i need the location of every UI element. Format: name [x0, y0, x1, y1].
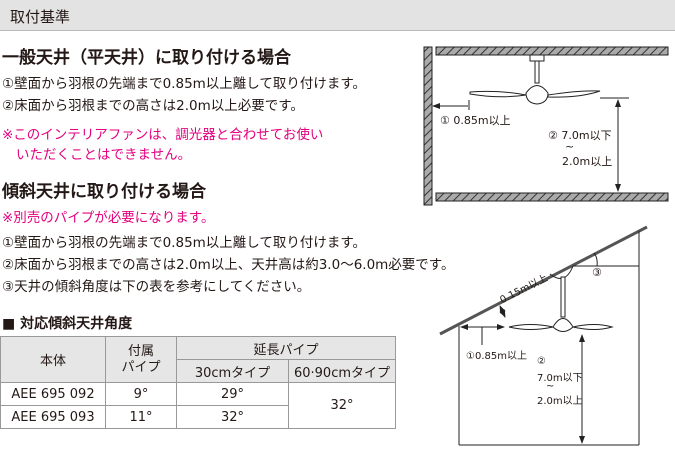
flat-note-1: ※このインテリアファンは、調光器と合わせてお使い — [2, 127, 324, 143]
d2-n2: ② — [537, 356, 546, 367]
d1-max-height: ② 7.0m以下 — [548, 129, 612, 142]
d2-min-height: 2.0m以上 — [537, 396, 583, 407]
flat-heading: 一般天井（平天井）に取り付ける場合 — [2, 48, 291, 68]
flat-line-2: ②床面から羽根までの高さは2.0m以上必要です。 — [2, 98, 304, 114]
slope-line-3: ③天井の傾斜角度は下の表を参考にしてください。 — [2, 279, 311, 295]
flat-ceiling-diagram — [423, 46, 669, 206]
section-title: 取付基準 — [10, 8, 71, 26]
slope-heading: 傾斜天井に取り付ける場合 — [2, 182, 206, 202]
flat-note-2: いただくことはできません。 — [16, 147, 192, 163]
section-header: 取付基準 — [0, 0, 675, 31]
header-body: 本体 — [0, 336, 106, 383]
d2-tilde: ~ — [546, 381, 555, 392]
table-title: ■ 対応傾斜天井角度 — [2, 316, 133, 332]
sloped-ceiling-diagram — [439, 225, 648, 446]
d2-max-height: 7.0m以下 — [537, 373, 583, 384]
slope-note: ※別売のパイプが必要になります。 — [2, 210, 215, 226]
header-pipe: 付属パイプ — [105, 336, 177, 383]
d1-tilde: ~ — [565, 140, 575, 153]
d1-min-height: 2.0m以上 — [562, 155, 613, 168]
d2-wall-distance: ①0.85m以上 — [466, 351, 527, 362]
ceiling-fan-icon — [469, 54, 601, 105]
flat-line-1: ①壁面から羽根の先端まで0.85m以上離して取り付けます。 — [2, 76, 367, 92]
d2-angle-marker: ③ — [592, 266, 602, 279]
slope-line-2: ②床面から羽根までの高さは2.0m以上、天井高は約3.0～6.0m必要です。 — [2, 257, 455, 273]
slope-line-1: ①壁面から羽根の先端まで0.85m以上離して取り付けます。 — [2, 235, 367, 251]
header-ext6090: 60·90cmタイプ — [288, 359, 396, 383]
d1-wall-distance: ① 0.85m以上 — [440, 114, 511, 127]
